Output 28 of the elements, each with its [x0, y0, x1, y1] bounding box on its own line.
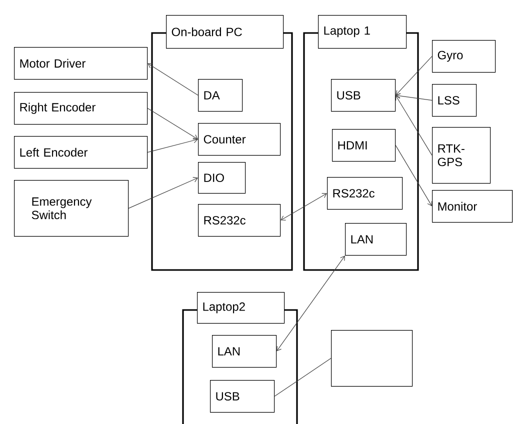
component-box: Monitor — [432, 190, 513, 223]
connector-arrow — [147, 138, 198, 153]
connector-arrow — [396, 95, 432, 156]
component-box: LSS — [432, 84, 477, 117]
component-box: RS232c — [198, 204, 281, 237]
component-box: HDMI — [332, 129, 396, 162]
component-box: USB — [210, 380, 275, 413]
connector-arrow — [280, 193, 327, 220]
component-box: RS232c — [327, 177, 403, 210]
component-box: LAN — [345, 223, 407, 256]
connector-arrow — [396, 93, 432, 101]
component-box: USB — [331, 79, 396, 112]
component-box: Emergency Switch — [14, 180, 129, 237]
connector-arrow — [276, 256, 345, 352]
component-box: DIO — [198, 162, 246, 194]
connector-arrow — [128, 177, 198, 209]
component-box: Counter — [198, 123, 281, 156]
connector-arrow — [148, 63, 198, 96]
component-box: Gyro — [432, 40, 496, 73]
connector-arrow — [147, 108, 198, 140]
component-box: DA — [198, 79, 243, 112]
component-box: RTK-GPS — [432, 127, 491, 184]
connector-arrow — [395, 145, 432, 206]
component-box: LAN — [212, 335, 277, 368]
component-box: Motor Driver — [14, 47, 148, 80]
component-box: Right Encoder — [14, 92, 148, 125]
component-box: Left Encoder — [14, 136, 148, 169]
device-box — [331, 330, 413, 387]
